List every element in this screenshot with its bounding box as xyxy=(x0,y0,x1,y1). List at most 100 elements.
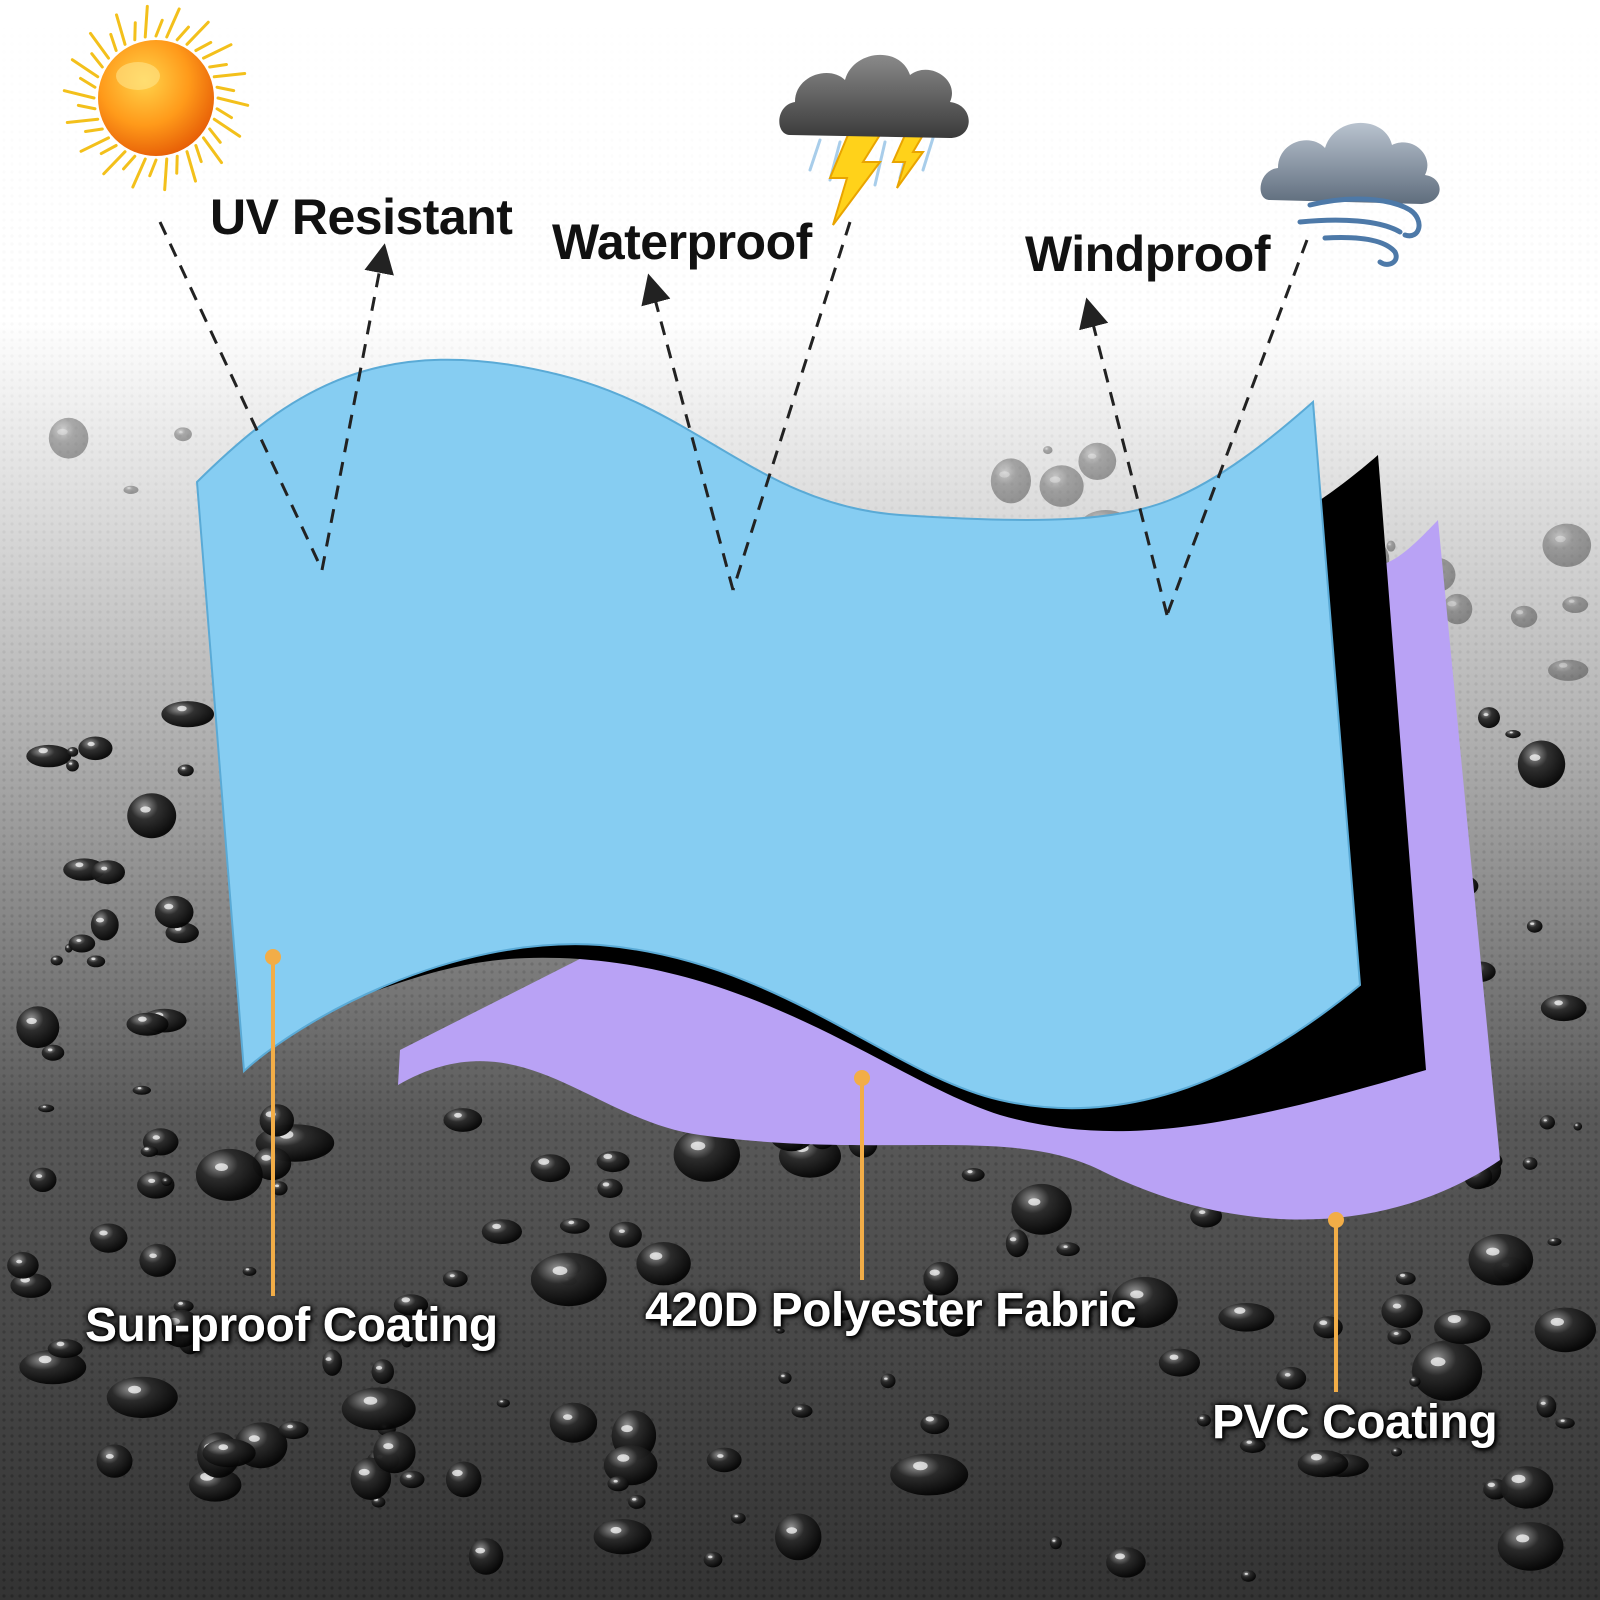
water-droplet xyxy=(161,1177,173,1186)
water-droplet xyxy=(7,1252,39,1279)
water-droplet xyxy=(1562,596,1589,613)
sun-ray xyxy=(208,127,222,144)
sun-ray xyxy=(65,117,100,124)
water-droplet xyxy=(703,1551,723,1568)
water-droplet xyxy=(278,1421,309,1440)
droplet-highlight xyxy=(1447,601,1457,607)
water-droplet xyxy=(50,955,63,966)
droplet-highlight xyxy=(621,1425,633,1433)
water-droplet xyxy=(481,1219,522,1244)
droplet-highlight xyxy=(383,1443,394,1450)
droplet-highlight xyxy=(1199,1416,1204,1420)
water-droplet xyxy=(26,744,72,768)
water-droplet xyxy=(1555,1417,1575,1429)
droplet-highlight xyxy=(144,1147,149,1151)
water-droplet xyxy=(468,1538,504,1575)
droplet-highlight xyxy=(66,946,69,948)
droplet-highlight xyxy=(42,1105,46,1108)
droplet-highlight xyxy=(1540,1401,1546,1405)
droplet-highlight xyxy=(452,1469,463,1477)
droplet-highlight xyxy=(618,1229,625,1233)
droplet-highlight xyxy=(261,1154,271,1161)
droplet-highlight xyxy=(218,1444,229,1451)
droplet-highlight xyxy=(401,1297,411,1303)
droplet-highlight xyxy=(376,1366,383,1370)
water-droplet xyxy=(530,1252,607,1307)
droplet-highlight xyxy=(179,431,183,434)
water-droplet xyxy=(174,427,192,442)
water-droplet xyxy=(89,1223,128,1253)
droplet-highlight xyxy=(690,1141,706,1151)
sun-ray xyxy=(99,143,118,156)
water-droplet xyxy=(259,1104,294,1137)
water-droplet xyxy=(1500,1466,1554,1509)
droplet-highlight xyxy=(1244,1572,1249,1575)
sun-icon xyxy=(62,4,250,192)
sun-ray xyxy=(84,127,104,133)
water-droplet xyxy=(322,1349,343,1376)
droplet-highlight xyxy=(1393,1332,1399,1335)
droplet-highlight xyxy=(152,1135,160,1140)
droplet-highlight xyxy=(492,1223,501,1229)
water-droplet xyxy=(127,793,177,839)
water-droplet xyxy=(67,747,79,757)
water-droplet xyxy=(890,1453,969,1496)
water-droplet xyxy=(920,1413,950,1435)
water-droplet xyxy=(91,860,125,885)
water-droplet xyxy=(78,736,113,761)
water-droplet xyxy=(730,1512,746,1524)
water-droplet xyxy=(1391,1447,1403,1457)
droplet-highlight xyxy=(1319,1320,1328,1325)
water-droplet xyxy=(1522,1157,1538,1170)
droplet-highlight xyxy=(649,1252,663,1260)
droplet-highlight xyxy=(26,1017,37,1025)
droplet-highlight xyxy=(734,1515,738,1518)
droplet-highlight xyxy=(1543,1119,1547,1122)
water-droplet xyxy=(880,1373,896,1389)
water-droplet xyxy=(990,458,1031,504)
droplet-highlight xyxy=(925,1416,934,1422)
water-droplet xyxy=(1478,707,1500,729)
droplet-highlight xyxy=(1555,535,1566,543)
droplet-highlight xyxy=(603,1153,613,1159)
droplet-highlight xyxy=(602,1182,610,1187)
water-droplet xyxy=(373,1431,416,1474)
water-droplet xyxy=(1387,1328,1411,1345)
droplet-highlight xyxy=(1115,1553,1125,1560)
droplet-highlight xyxy=(403,1339,407,1342)
droplet-highlight xyxy=(149,1253,157,1259)
droplet-highlight xyxy=(563,1414,573,1420)
polyester-fabric-callout xyxy=(854,1070,870,1280)
wind-reflected-arrow xyxy=(1079,297,1169,616)
droplet-highlight xyxy=(708,1555,713,1559)
water-droplet xyxy=(399,1470,425,1489)
droplet-highlight xyxy=(913,1461,928,1471)
sun-ray xyxy=(185,150,197,183)
water-droplet xyxy=(1313,1316,1343,1339)
water-droplet xyxy=(1540,994,1587,1022)
sun-ray xyxy=(212,72,247,79)
water-droplet xyxy=(1442,593,1473,625)
water-droplet xyxy=(607,1476,629,1492)
droplet-highlight xyxy=(178,1301,184,1305)
water-droplet xyxy=(603,1445,658,1486)
water-droplet xyxy=(1536,1395,1557,1418)
droplet-highlight xyxy=(96,917,104,923)
droplet-highlight xyxy=(1560,1419,1565,1422)
water-droplet xyxy=(1548,659,1589,681)
water-droplet xyxy=(1539,1115,1556,1130)
droplet-highlight xyxy=(613,1479,618,1483)
water-droplet xyxy=(161,701,214,728)
droplet-highlight xyxy=(1511,1474,1526,1484)
water-droplet xyxy=(1497,1522,1564,1571)
water-droplet xyxy=(1190,1204,1222,1228)
water-droplet xyxy=(16,1006,60,1049)
water-droplet xyxy=(706,1447,742,1473)
droplet-highlight xyxy=(1483,713,1489,717)
droplet-highlight xyxy=(1559,662,1568,668)
water-droplet xyxy=(1381,1294,1423,1328)
droplet-highlight xyxy=(274,1184,280,1188)
water-droplet xyxy=(1218,1303,1275,1332)
water-droplet xyxy=(1409,1376,1421,1387)
droplet-highlight xyxy=(967,1170,973,1174)
